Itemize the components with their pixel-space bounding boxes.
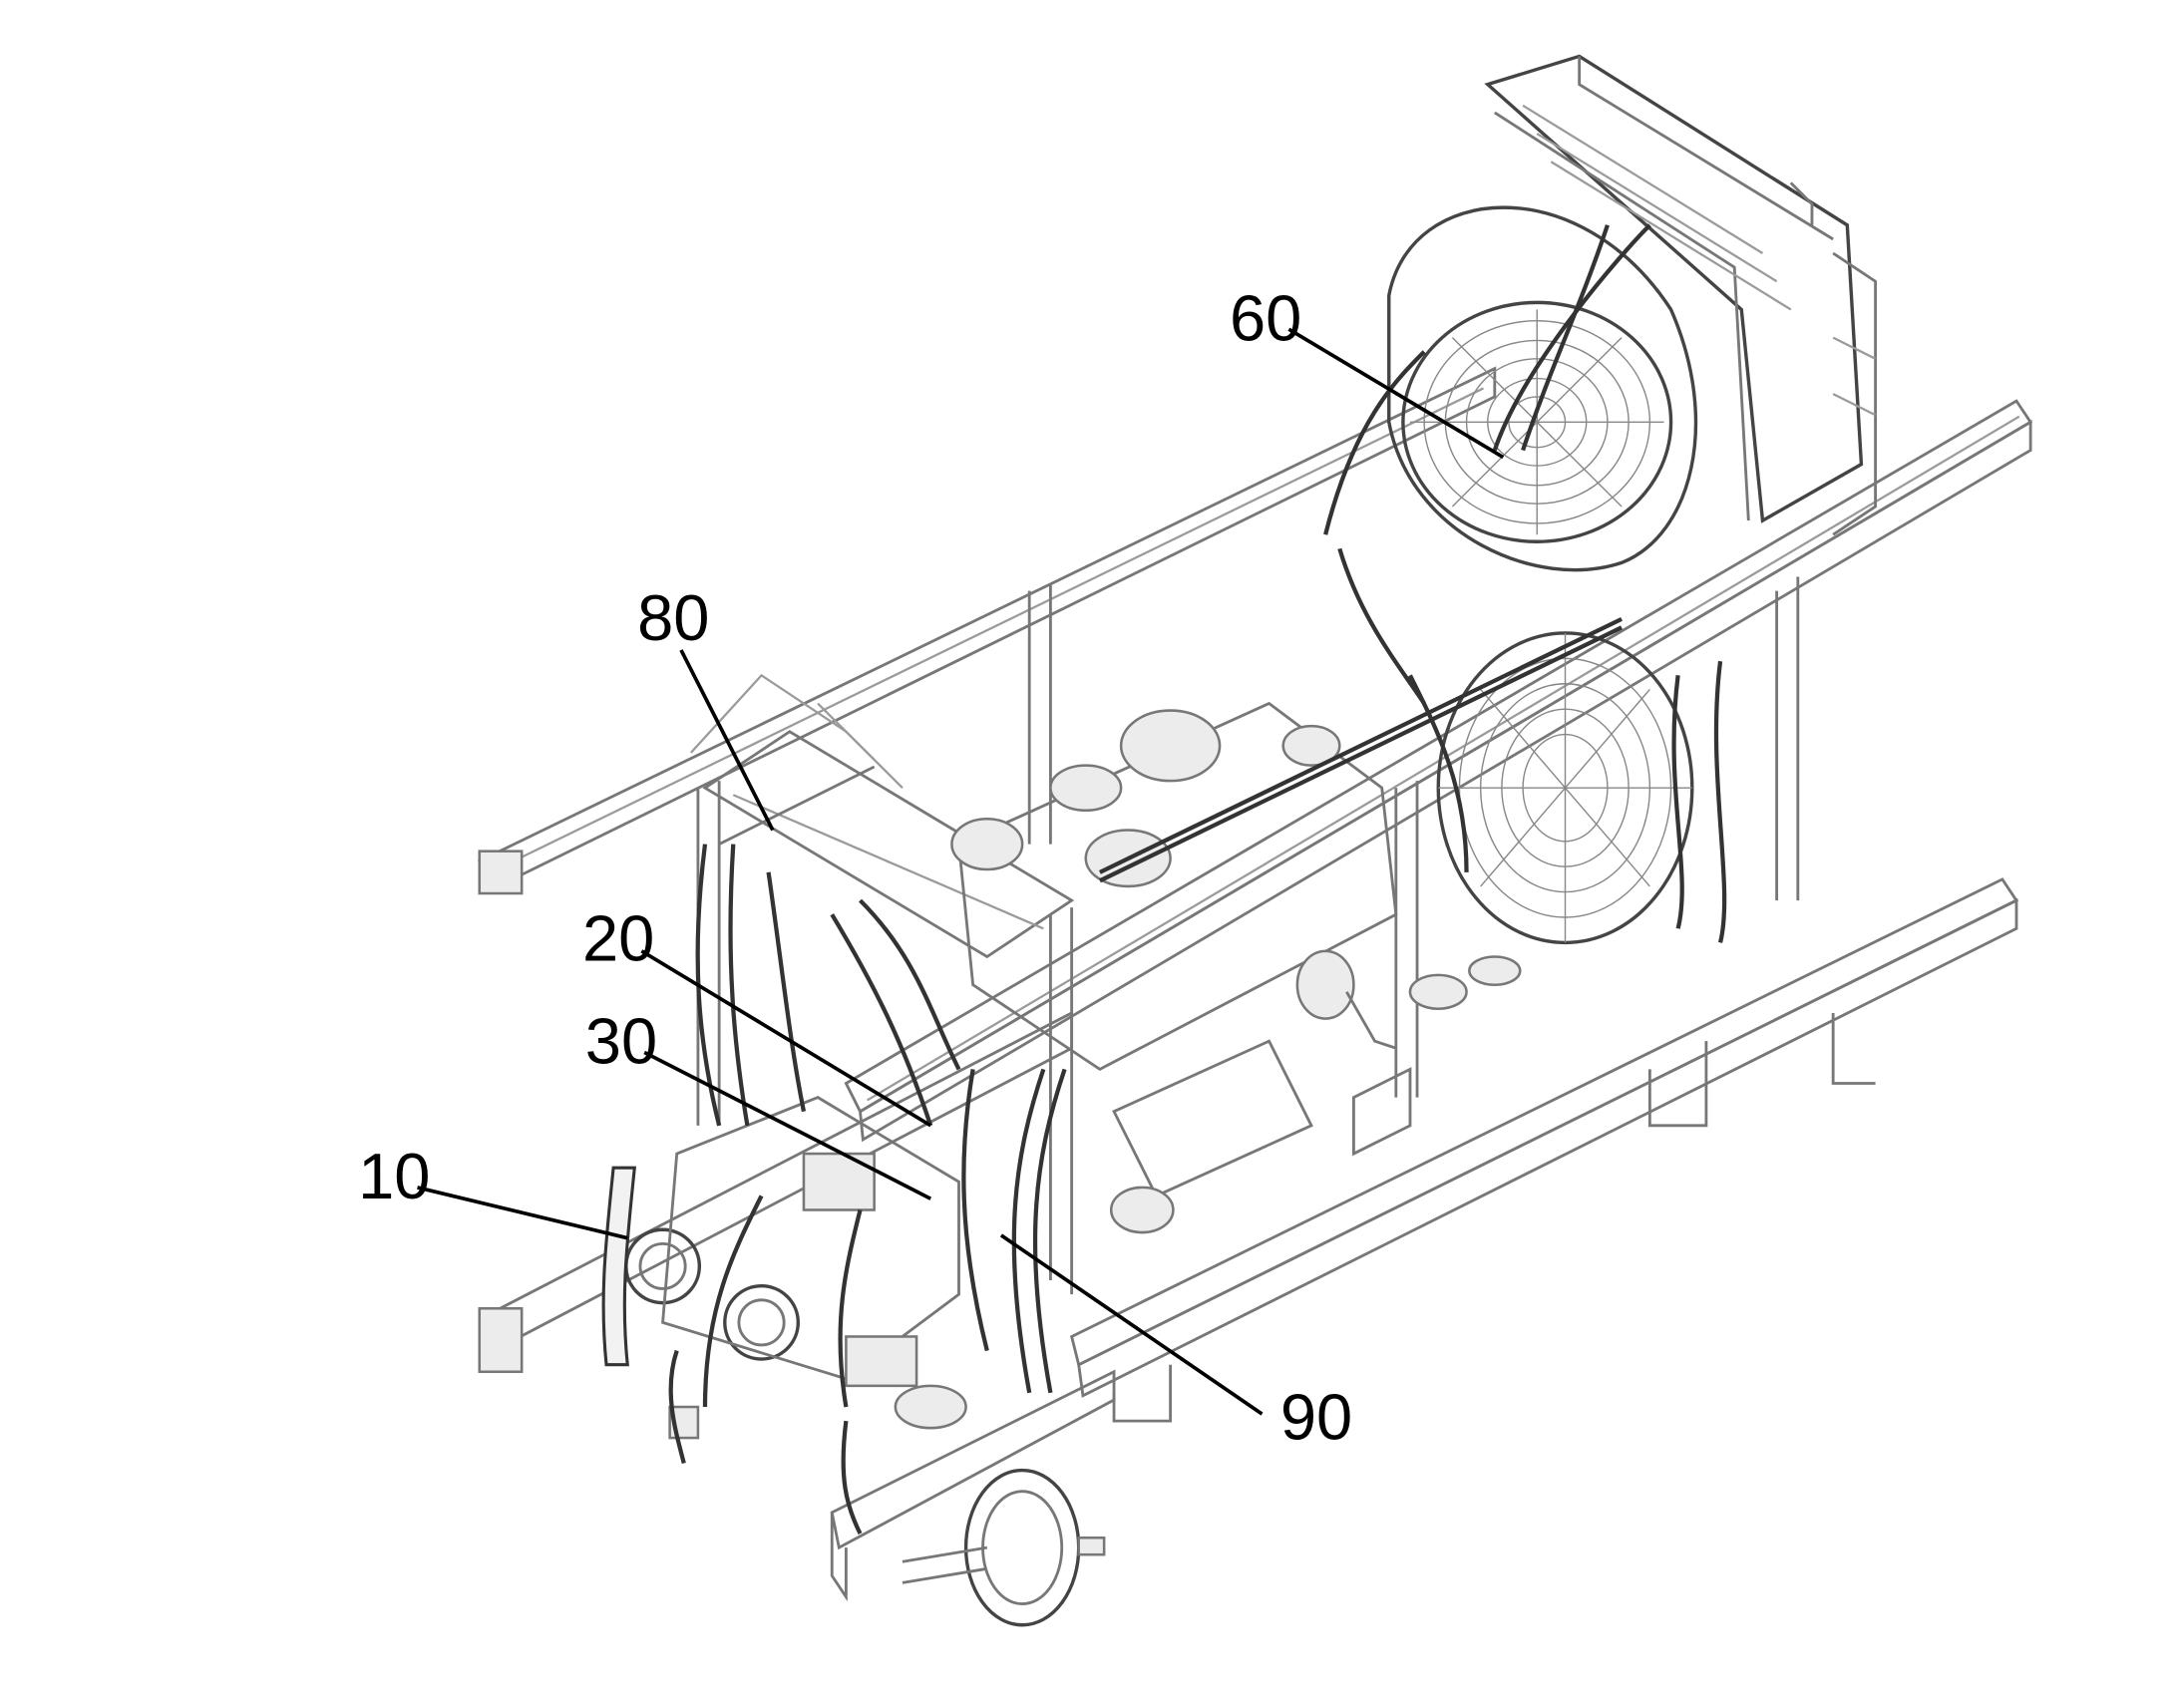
callout-90: 90 bbox=[999, 1233, 1352, 1454]
callout-label-80: 80 bbox=[637, 581, 709, 654]
callout-20: 20 bbox=[582, 902, 932, 1128]
callout-10: 10 bbox=[358, 1140, 628, 1240]
callout-30: 30 bbox=[585, 1005, 932, 1200]
callout-label-10: 10 bbox=[358, 1140, 430, 1212]
leader-line-10 bbox=[417, 1186, 628, 1240]
leader-line-20 bbox=[640, 949, 932, 1128]
lower-fan bbox=[1436, 631, 1694, 945]
callout-label-30: 30 bbox=[585, 1005, 657, 1078]
engine bbox=[950, 701, 1522, 1234]
leader-line-80 bbox=[679, 649, 775, 832]
leader-line-60 bbox=[1287, 327, 1505, 460]
leader-line-30 bbox=[643, 1050, 932, 1200]
hydraulic-pumps bbox=[624, 1096, 967, 1440]
leader-line-90 bbox=[999, 1233, 1264, 1416]
callout-label-90: 90 bbox=[1280, 1381, 1352, 1454]
upper-fan bbox=[1401, 300, 1673, 543]
hose-group bbox=[601, 223, 1727, 1535]
callout-60: 60 bbox=[1230, 282, 1505, 460]
callout-label-20: 20 bbox=[582, 902, 654, 975]
callout-80: 80 bbox=[637, 581, 775, 832]
coupling-housing bbox=[902, 1468, 1106, 1627]
radiator-package bbox=[1387, 54, 1877, 572]
callout-label-60: 60 bbox=[1230, 282, 1301, 355]
chassis-frame bbox=[478, 366, 2033, 1602]
